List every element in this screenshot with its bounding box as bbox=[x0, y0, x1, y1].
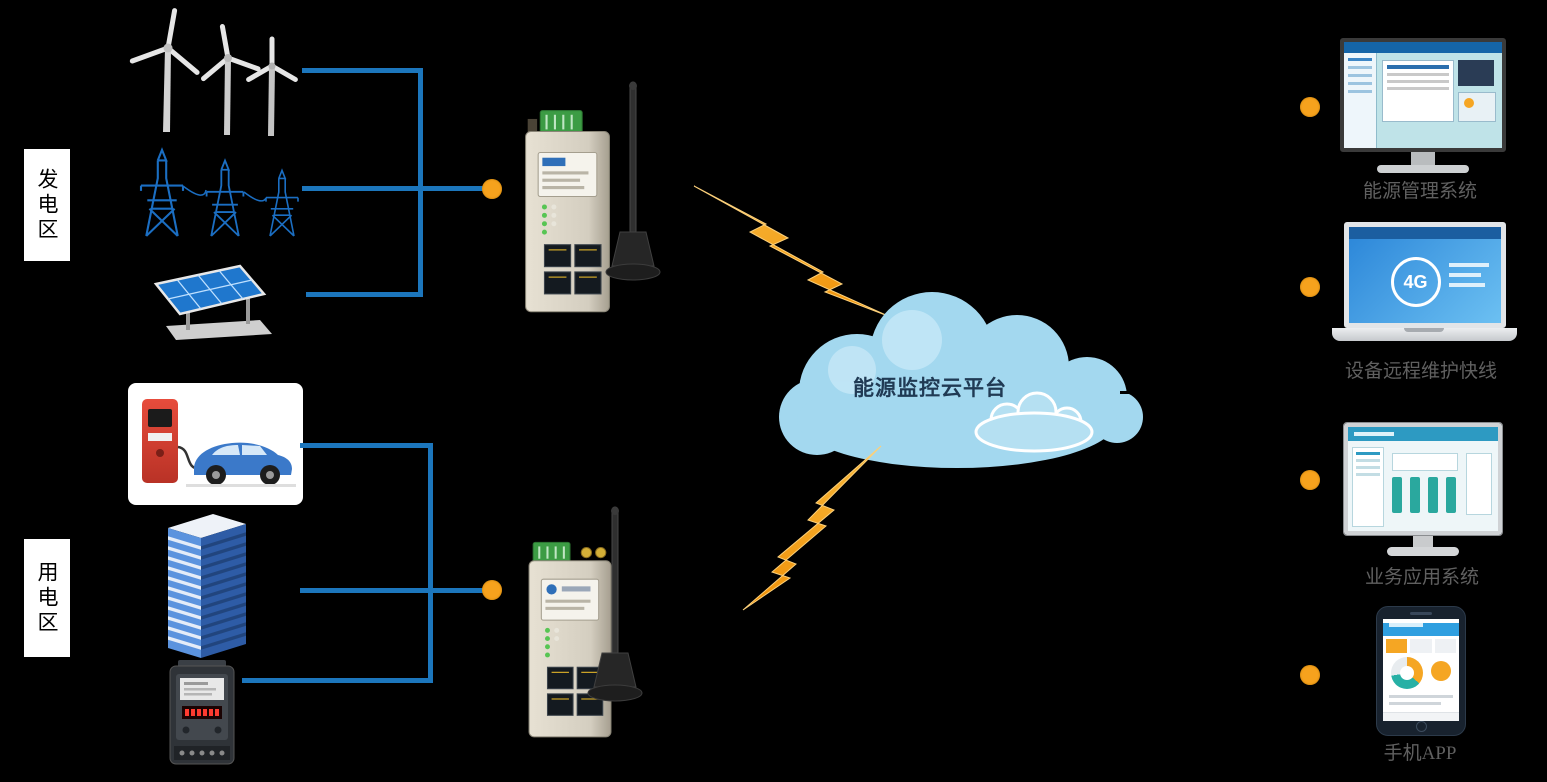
connection-line bbox=[1165, 479, 1313, 482]
cloud-icon bbox=[779, 292, 1143, 468]
antenna-icon bbox=[587, 506, 643, 702]
ems-label: 能源管理系统 bbox=[1362, 181, 1477, 202]
wind-turbines-icon bbox=[129, 8, 298, 136]
connection-line bbox=[242, 678, 432, 683]
connection-line bbox=[302, 68, 422, 73]
connection-line bbox=[1165, 286, 1313, 289]
screen-sidebar bbox=[1344, 53, 1377, 148]
app-icon bbox=[1431, 661, 1451, 681]
screen-header bbox=[1348, 227, 1501, 239]
connection-line bbox=[1165, 106, 1168, 678]
smartphone-icon bbox=[1376, 606, 1466, 736]
cloud-platform-title: 能源监控云平台 bbox=[853, 376, 1007, 400]
app-line bbox=[1389, 702, 1441, 705]
generation-zone-text: 发电区 bbox=[35, 167, 59, 243]
connector-dot bbox=[1300, 97, 1320, 117]
industrial-router-icon bbox=[525, 110, 610, 313]
screen-line bbox=[1448, 283, 1485, 287]
connection-line bbox=[300, 588, 488, 593]
screen-header bbox=[1344, 42, 1502, 53]
monitor-base bbox=[1377, 165, 1469, 173]
monitor-stand bbox=[1411, 152, 1435, 165]
equipment-bar bbox=[1428, 477, 1438, 513]
connection-line bbox=[418, 68, 423, 297]
screen-line bbox=[1448, 273, 1481, 277]
equipment-bar bbox=[1446, 477, 1456, 513]
ev-charging-icon bbox=[128, 383, 303, 505]
connection-line bbox=[306, 292, 422, 297]
connector-dot bbox=[1300, 470, 1320, 490]
laptop-base bbox=[1332, 328, 1517, 341]
connection-line bbox=[1165, 675, 1313, 678]
energy-meter-icon bbox=[169, 660, 235, 765]
laptop-icon: 4G bbox=[1332, 222, 1517, 346]
app-tiles bbox=[1383, 636, 1459, 656]
connection-line bbox=[1120, 391, 1168, 394]
screen-block bbox=[1458, 92, 1496, 122]
phone-speaker bbox=[1410, 612, 1432, 615]
mobile-app-label: 手机APP bbox=[1383, 743, 1457, 764]
remote-maintenance-label: 设备远程维护快线 bbox=[1344, 361, 1497, 382]
consumption-zone-label: 用电区 bbox=[22, 537, 72, 659]
phone-screen bbox=[1383, 619, 1459, 721]
power-towers-icon bbox=[139, 147, 299, 237]
app-line bbox=[1389, 695, 1453, 698]
screen-line bbox=[1448, 263, 1489, 267]
monitor-stand bbox=[1413, 535, 1433, 547]
screen-panel bbox=[1466, 453, 1492, 515]
screen-panel bbox=[1382, 60, 1454, 122]
desktop-monitor-icon bbox=[1340, 38, 1506, 176]
screen-header bbox=[1348, 427, 1498, 441]
antenna-icon bbox=[605, 81, 661, 281]
screen-sidebar bbox=[1352, 447, 1384, 527]
donut-chart bbox=[1391, 657, 1423, 689]
connector-dot bbox=[1300, 665, 1320, 685]
connector-dot bbox=[482, 580, 502, 600]
consumption-zone-text: 用电区 bbox=[35, 560, 59, 636]
connection-line bbox=[1165, 106, 1313, 109]
screen-block bbox=[1458, 60, 1494, 86]
equipment-bar bbox=[1392, 477, 1402, 513]
connection-line bbox=[428, 443, 433, 683]
connector-dot bbox=[482, 179, 502, 199]
monitor-base bbox=[1387, 547, 1459, 556]
app-header bbox=[1383, 623, 1459, 636]
generation-zone-label: 发电区 bbox=[22, 147, 72, 263]
desktop-monitor-icon bbox=[1343, 422, 1503, 559]
phone-home-button bbox=[1416, 721, 1427, 732]
screen-dot bbox=[1464, 98, 1474, 108]
solar-panel-icon bbox=[153, 264, 272, 340]
business-app-label: 业务应用系统 bbox=[1364, 567, 1479, 588]
app-navbar bbox=[1383, 712, 1459, 721]
connection-line bbox=[302, 186, 488, 191]
building-icon bbox=[168, 514, 246, 659]
connector-dot bbox=[1300, 277, 1320, 297]
lightning-icon bbox=[742, 445, 882, 611]
equipment-bar bbox=[1410, 477, 1420, 513]
connection-line bbox=[300, 443, 432, 448]
screen-panel bbox=[1392, 453, 1458, 471]
laptop-4g-badge: 4G bbox=[1390, 257, 1441, 307]
